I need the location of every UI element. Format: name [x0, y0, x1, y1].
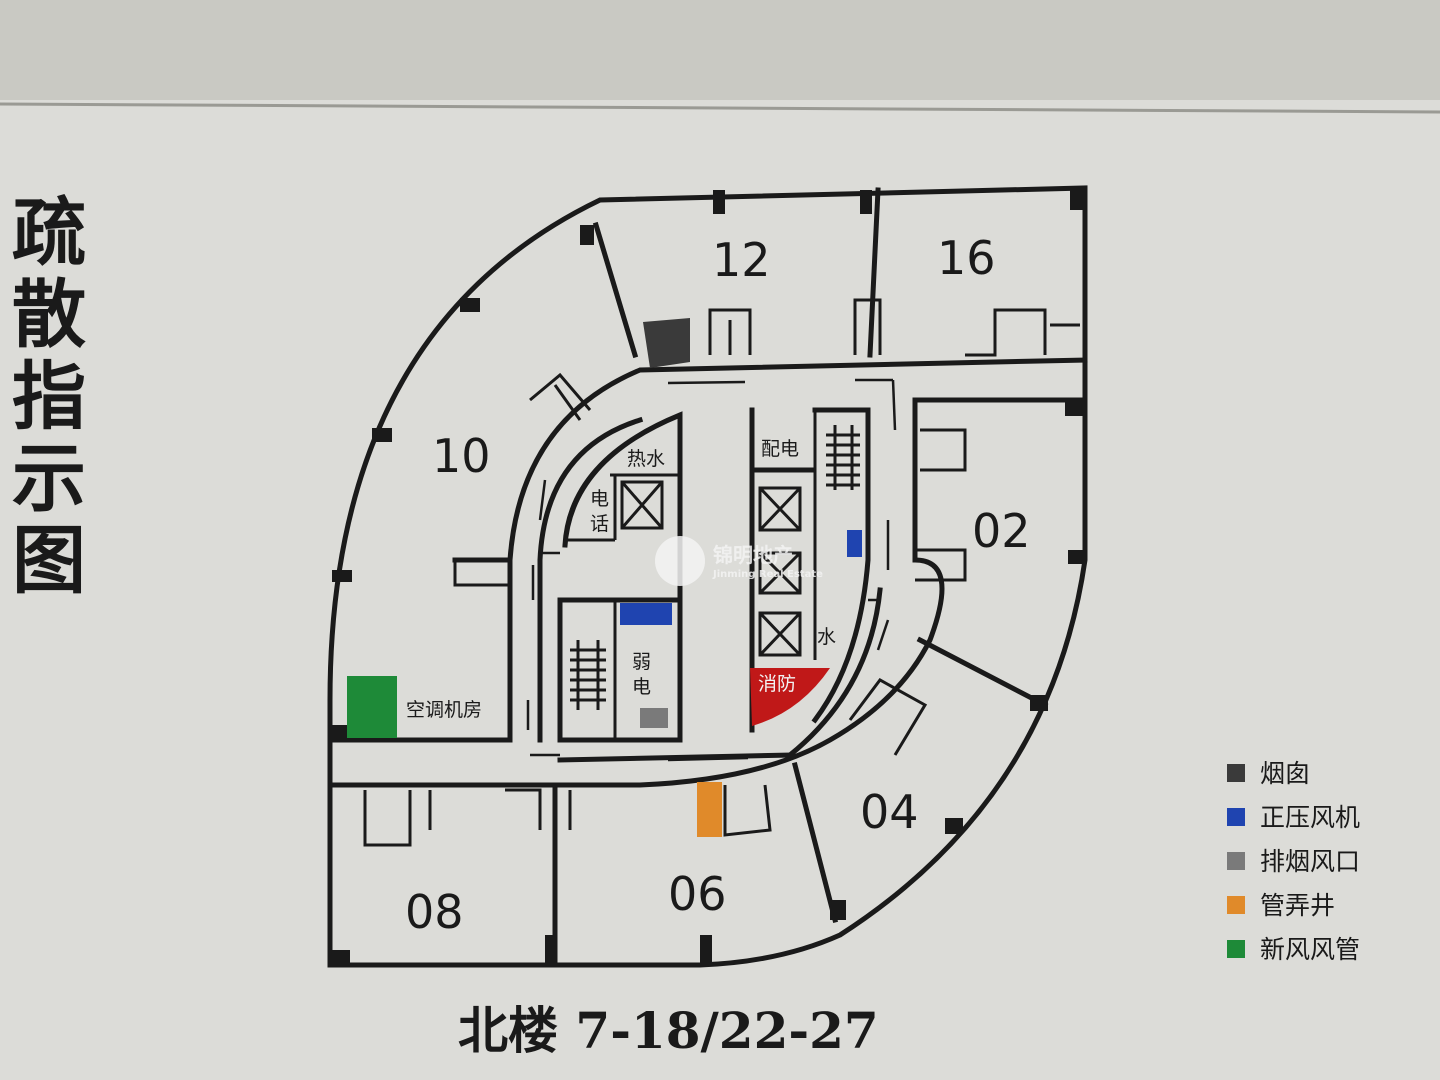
- fire-control-label: 消防: [758, 673, 796, 695]
- outer-wall: [327, 185, 1088, 968]
- core-left-upper: [562, 411, 683, 603]
- legend-swatch: [1227, 940, 1245, 958]
- phone-room-label: 话: [590, 513, 609, 535]
- legend-swatch: [1227, 896, 1245, 914]
- watermark-logo-icon: [655, 536, 705, 586]
- paper-edge: [0, 102, 1440, 114]
- door: [708, 308, 752, 355]
- room-06-label: 06: [668, 867, 727, 921]
- room-divider: [592, 221, 639, 359]
- legend-label: 正压风机: [1260, 803, 1360, 832]
- legend-swatch: [1227, 764, 1245, 782]
- floor-plan: [327, 185, 1088, 968]
- inner-wall: [786, 587, 883, 759]
- corridor-wall: [452, 357, 1088, 563]
- door: [505, 788, 572, 830]
- pressure-fan-block: [620, 603, 672, 625]
- legend: 烟囱 正压风机 排烟风口 管弄井 新风风管: [1227, 759, 1360, 964]
- room-08-label: 08: [405, 885, 464, 939]
- room-02-label: 02: [972, 504, 1031, 558]
- door: [920, 428, 967, 472]
- side-title: 疏 散 指 示 图: [12, 190, 86, 604]
- legend-label: 管弄井: [1260, 891, 1335, 920]
- weak-current-label: 电: [632, 676, 651, 698]
- door: [915, 548, 967, 582]
- door: [965, 308, 1080, 357]
- chimney-block: [643, 318, 690, 368]
- evacuation-arrows: [526, 378, 897, 762]
- hot-water-label: 热水: [627, 448, 665, 470]
- side-title-char: 疏: [12, 190, 86, 276]
- legend-label: 烟囱: [1260, 759, 1310, 788]
- ac-room-label: 空调机房: [406, 699, 482, 721]
- background-wall: [0, 0, 1440, 105]
- room-16-label: 16: [937, 231, 996, 285]
- pipe-shaft-block: [697, 782, 722, 837]
- room-divider: [916, 636, 1049, 709]
- legend-swatch: [1227, 808, 1245, 826]
- water-room-label: 水: [817, 626, 836, 648]
- inner-wall: [537, 416, 644, 743]
- watermark: 锦明地产 Jinming Real Estate: [655, 536, 823, 586]
- legend-swatch: [1227, 852, 1245, 870]
- side-title-char: 散: [12, 272, 86, 358]
- room-10-label: 10: [432, 429, 491, 483]
- room-04-label: 04: [860, 785, 919, 839]
- stairs-icon: [570, 640, 606, 710]
- fresh-air-duct-block: [347, 676, 397, 738]
- stairs-icon: [826, 425, 860, 490]
- door: [453, 560, 510, 587]
- smoke-vent-block: [640, 708, 668, 728]
- elevator-icon: [620, 480, 664, 530]
- corridor-wall: [327, 397, 1088, 788]
- pressure-fan-block: [847, 530, 862, 557]
- door: [529, 372, 592, 421]
- elevators: [758, 486, 802, 657]
- elevator-icon: [620, 481, 664, 529]
- door: [723, 784, 772, 837]
- room-divider: [867, 187, 881, 358]
- door: [363, 790, 432, 847]
- watermark-text: 锦明地产: [713, 543, 793, 567]
- side-title-char: 示: [12, 436, 86, 522]
- door: [853, 298, 882, 355]
- corridor-wall: [327, 557, 513, 743]
- watermark-text-en: Jinming Real Estate: [712, 569, 823, 580]
- door: [848, 678, 928, 756]
- weak-current-label: 弱: [632, 651, 651, 673]
- inner-wall: [557, 752, 793, 763]
- legend-label: 新风风管: [1260, 935, 1360, 964]
- building-floor-title: 北楼 7-18/22-27: [458, 1001, 879, 1060]
- side-title-char: 指: [12, 354, 86, 440]
- paper-sheet: [0, 100, 1440, 1080]
- fire-control-room: [750, 668, 830, 726]
- side-title-char: 图: [12, 518, 86, 604]
- room-divider: [791, 761, 839, 924]
- power-room-label: 配电: [761, 438, 799, 460]
- room-12-label: 12: [712, 233, 771, 287]
- legend-label: 排烟风口: [1260, 847, 1360, 876]
- phone-room-label: 电: [590, 488, 609, 510]
